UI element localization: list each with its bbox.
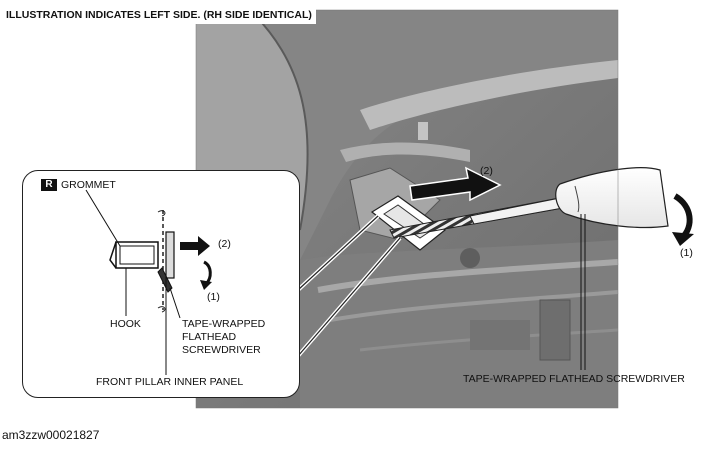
detail-inset-drawing (85, 189, 212, 375)
label-step2-inset: (2) (218, 238, 231, 250)
label-step1-inset: (1) (207, 291, 220, 303)
rh-badge: R (41, 179, 57, 191)
label-tool-main: TAPE-WRAPPED FLATHEAD SCREWDRIVER (463, 373, 685, 385)
label-step2-main: (2) (480, 165, 493, 177)
label-tape-line3: SCREWDRIVER (182, 344, 261, 356)
label-front-pillar: FRONT PILLAR INNER PANEL (96, 376, 244, 388)
arrow-right-main (409, 166, 502, 202)
label-grommet: GROMMET (61, 179, 116, 191)
label-tape-line1: TAPE-WRAPPED (182, 318, 266, 330)
inset-leader (296, 214, 402, 358)
label-hook: HOOK (110, 318, 141, 330)
label-step1-main: (1) (680, 247, 693, 259)
page-title: ILLUSTRATION INDICATES LEFT SIDE. (RH SI… (2, 8, 316, 24)
label-tape-line2: FLATHEAD (182, 331, 237, 343)
rotation-arrow-main (672, 193, 694, 246)
screwdriver-main (389, 167, 669, 239)
figure-id: am3zzw00021827 (2, 428, 100, 442)
detail-inset (22, 170, 300, 398)
